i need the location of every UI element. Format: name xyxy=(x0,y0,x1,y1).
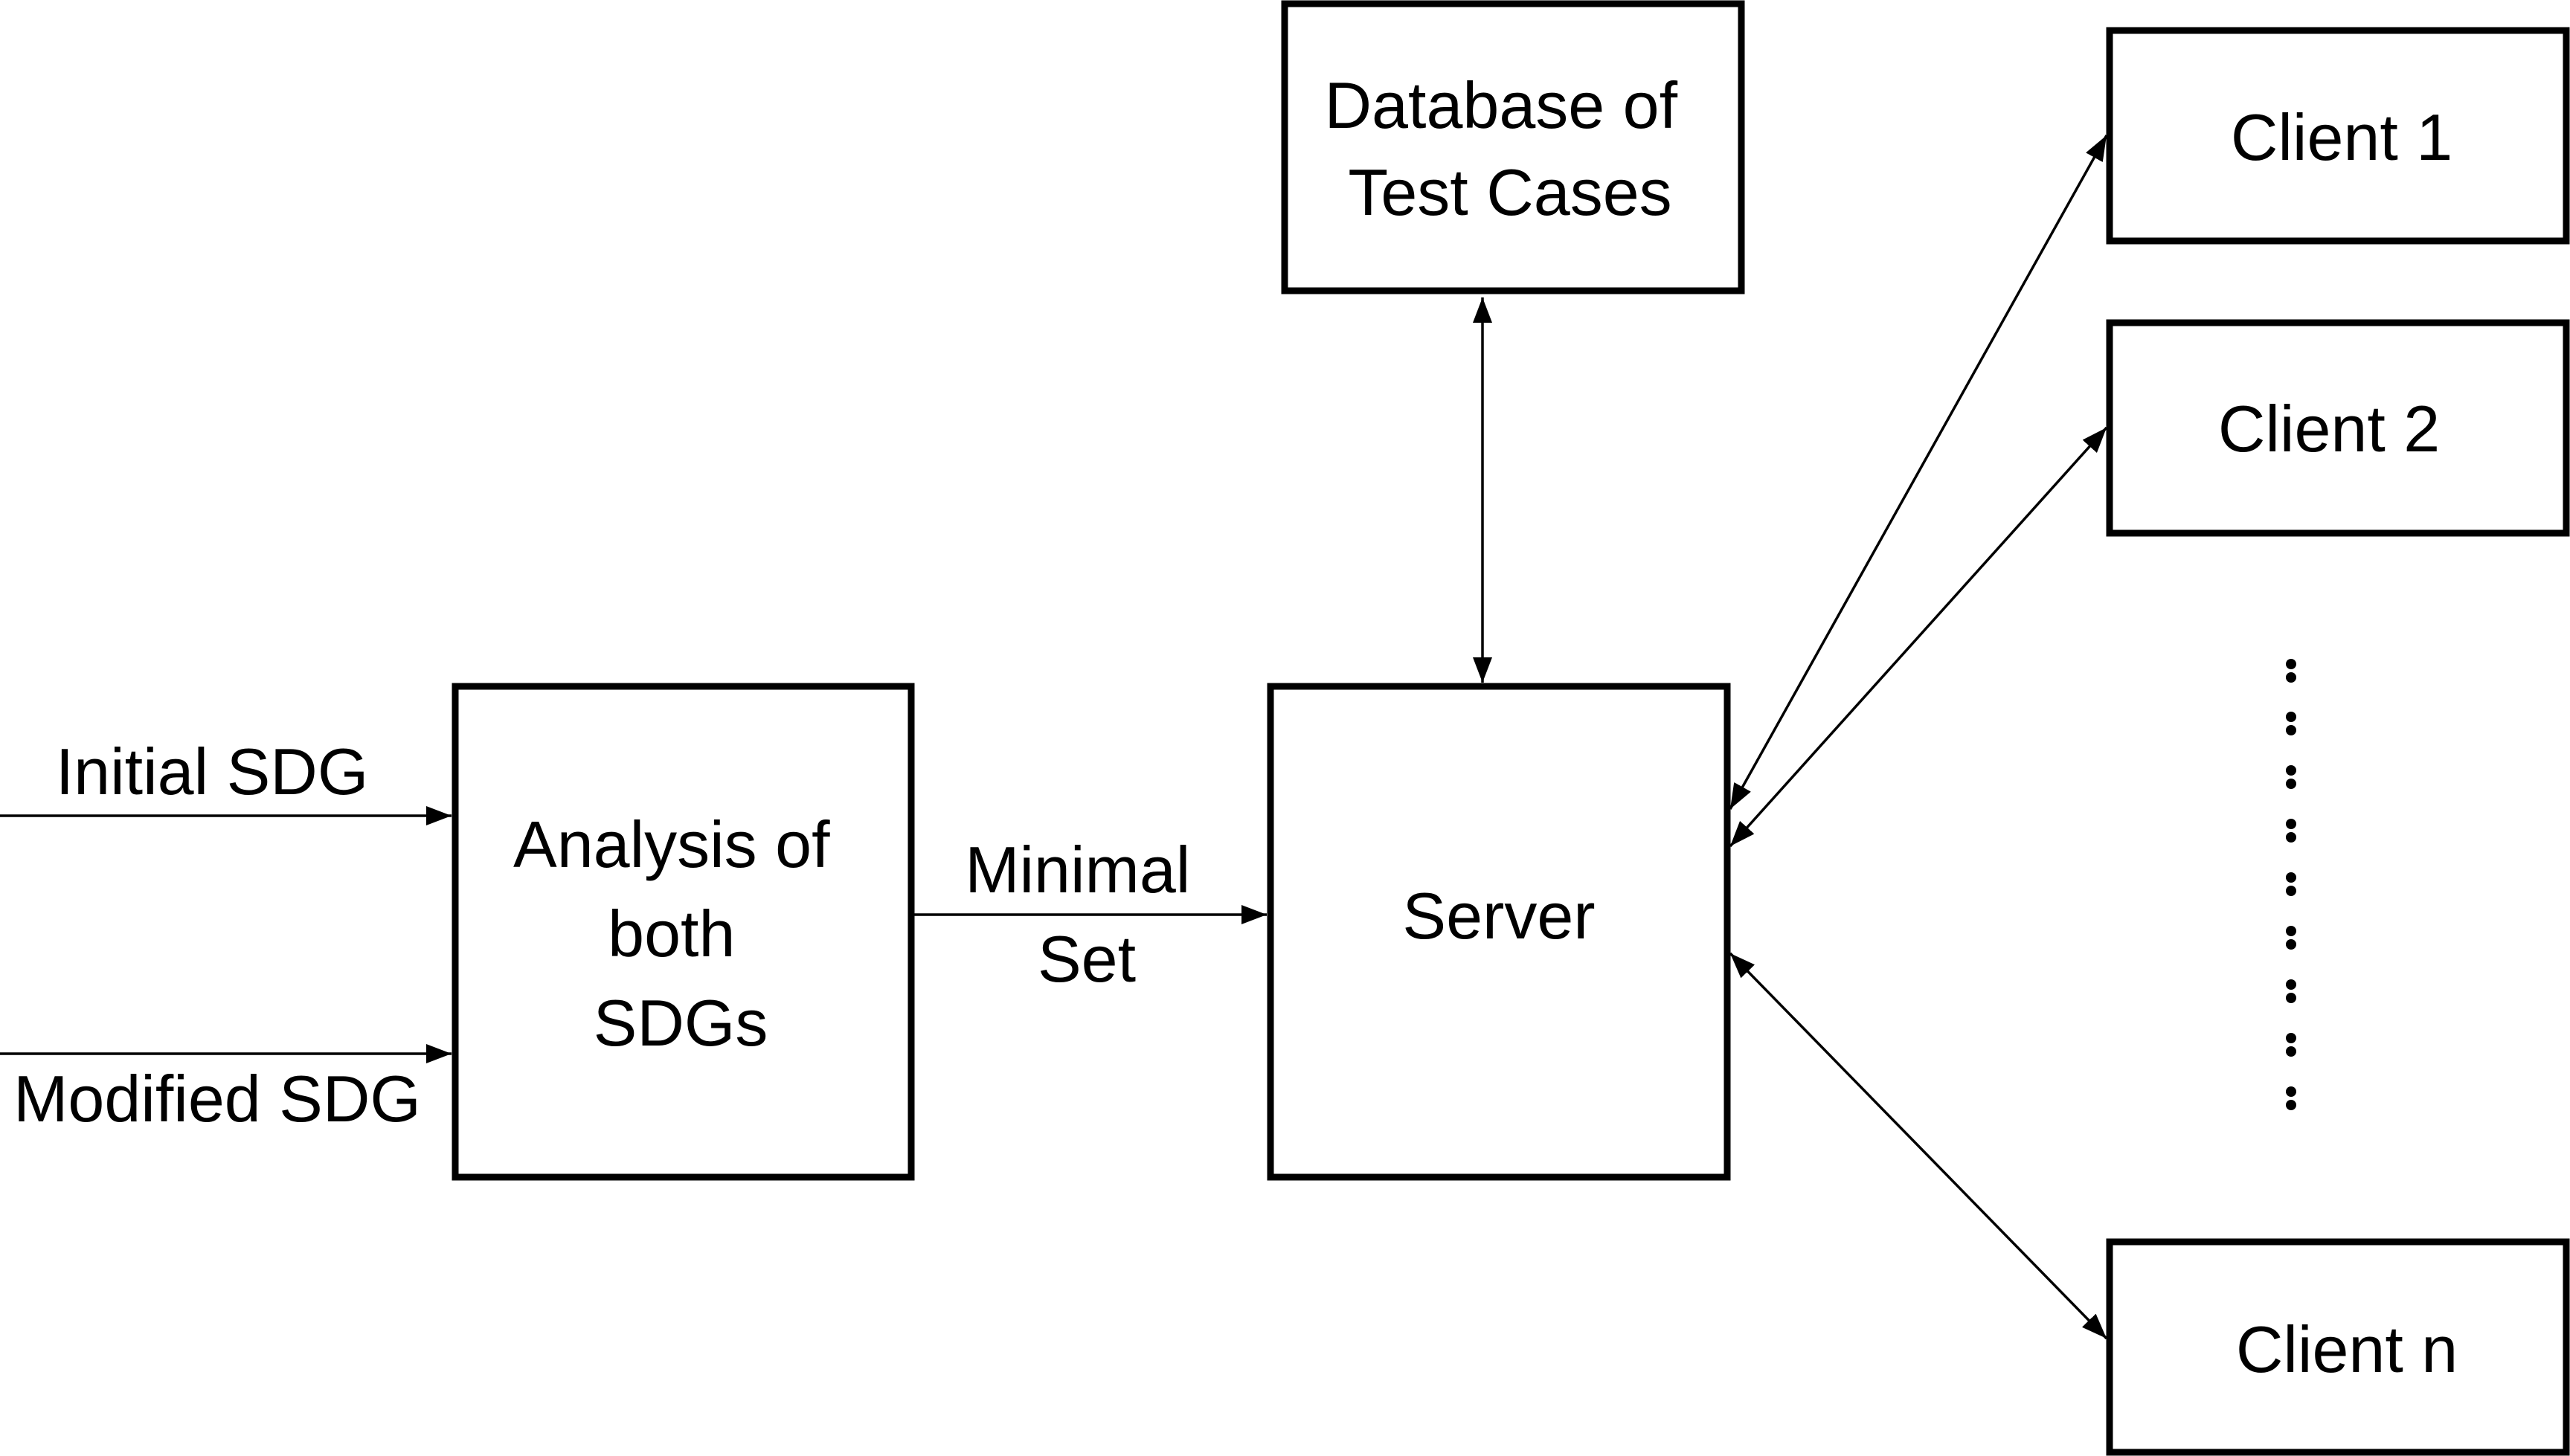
ellipsis-dot xyxy=(2286,1046,2296,1057)
ellipsis-dot xyxy=(2286,993,2296,1003)
node-labels: Database of Test Cases Analysis of both … xyxy=(513,68,2458,1386)
client2-label-line-1: Client 2 xyxy=(2218,392,2440,466)
modified-sdg-label: Modified SDG xyxy=(13,1062,421,1136)
client2-label: Client 2 xyxy=(2218,392,2440,466)
ellipsis-dot xyxy=(2286,939,2296,950)
ellipsis-dot xyxy=(2286,819,2296,829)
server-box xyxy=(1267,683,1731,1181)
ellipsis-dots xyxy=(2286,659,2296,1110)
analysis-label-line-2: both xyxy=(608,897,735,970)
ellipsis-dot xyxy=(2286,712,2296,722)
ellipsis-dot xyxy=(2286,659,2296,669)
client2-box xyxy=(2106,319,2570,537)
nodes xyxy=(452,0,2570,1456)
clientn-box xyxy=(2106,1238,2570,1456)
server-clientn-arrow xyxy=(1729,952,2108,1340)
edge-labels: Initial SDG Modified SDG Minimal Set xyxy=(13,735,1209,1136)
server-client2-arrow xyxy=(1729,426,2108,848)
minimal-set-label-line-2: Set xyxy=(1038,922,1136,996)
ellipsis-dot xyxy=(2286,872,2296,883)
client1-label-line-1: Client 1 xyxy=(2231,100,2452,174)
database-label: Database of Test Cases xyxy=(1325,68,1696,229)
client1-label: Client 1 xyxy=(2231,100,2452,174)
clientn-label: Client n xyxy=(2236,1312,2458,1386)
analysis-label: Analysis of both SDGs xyxy=(513,808,848,1060)
edges xyxy=(0,135,2108,1340)
database-label-line-1: Database of xyxy=(1325,68,1678,142)
ellipsis-dot xyxy=(2286,886,2296,896)
ellipsis-dot xyxy=(2286,672,2296,683)
database-label-line-2: Test Cases xyxy=(1348,155,1671,229)
ellipsis-dot xyxy=(2286,926,2296,936)
server-client1-arrow xyxy=(1729,135,2108,810)
database-box xyxy=(1281,0,1745,294)
client1-box xyxy=(2106,27,2570,245)
clientn-label-line-1: Client n xyxy=(2236,1312,2458,1386)
initial-sdg-label: Initial SDG xyxy=(56,735,369,808)
ellipsis-dot xyxy=(2286,832,2296,843)
ellipsis-dot xyxy=(2286,979,2296,990)
analysis-label-line-3: SDGs xyxy=(594,986,768,1060)
ellipsis-dot xyxy=(2286,765,2296,776)
ellipsis-dot xyxy=(2286,1086,2296,1097)
server-label-line-1: Server xyxy=(1402,879,1595,953)
analysis-label-line-1: Analysis of xyxy=(513,808,830,881)
ellipsis-dot xyxy=(2286,779,2296,789)
minimal-set-label-line-1: Minimal xyxy=(965,833,1190,906)
analysis-box xyxy=(452,683,915,1181)
ellipsis-dot xyxy=(2286,1033,2296,1043)
server-label: Server xyxy=(1402,879,1595,953)
ellipsis-dot xyxy=(2286,1100,2296,1110)
ellipsis-dot xyxy=(2286,725,2296,735)
minimal-set-label: Minimal Set xyxy=(965,833,1209,996)
